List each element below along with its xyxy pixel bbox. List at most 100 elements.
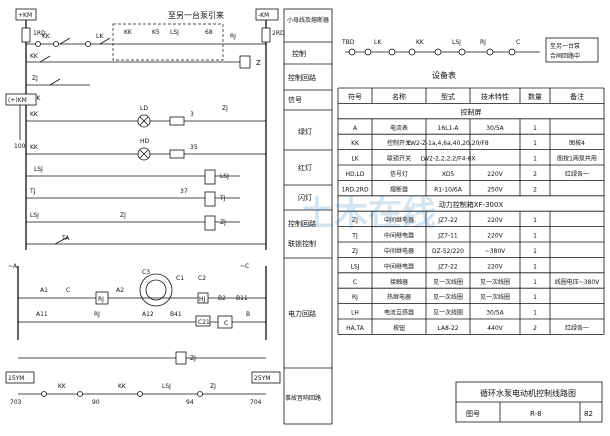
side-label-bus: 小母线及熔断器: [287, 16, 329, 24]
label-kk-alarm-2: KK: [118, 383, 127, 390]
table-cell: 见一次线圈: [433, 278, 463, 286]
lamp-ld-cross-b: [139, 116, 149, 126]
table-cell: LSJ: [351, 263, 360, 270]
table-cell: A: [353, 125, 358, 132]
dashed-interlock-box: [112, 23, 224, 61]
legend-strip: TBD LK KK LSJ RJ C 至另一台泵 合闸回路中 设备表: [341, 37, 599, 80]
label-rj-power: RJ: [98, 296, 104, 303]
coil-zj-power: [175, 351, 187, 365]
label-c-power: C: [66, 287, 70, 294]
coil-tj: [204, 191, 216, 207]
title-block: 循环水泵电动机控制线路图 图号 R-8 82: [455, 381, 603, 423]
table-cell: XD5: [442, 171, 455, 178]
drawing-title: 循环水泵电动机控制线路图: [480, 388, 576, 398]
terminal-ac-a: ~A: [8, 263, 18, 270]
side-label-interlock: 联锁控制: [288, 239, 316, 248]
table-cell: 1: [533, 217, 537, 224]
table-cell: 1: [533, 279, 537, 286]
node-2: [53, 41, 59, 47]
table-cell: 电流表: [390, 124, 408, 132]
label-c-coil: C: [224, 320, 228, 327]
table-cell: 16L1-A: [438, 125, 460, 132]
label-tj-left: TJ: [29, 188, 36, 195]
label-a2: A2: [116, 287, 124, 294]
watermark: 土木在线: [300, 194, 436, 234]
label-lsj-alarm: LSJ: [162, 383, 171, 390]
label-90: 90: [92, 399, 100, 406]
table-cell: C: [353, 279, 357, 286]
label-zj-power: ZJ: [190, 355, 196, 362]
label-b11: B11: [236, 295, 248, 302]
label-zj-coil: ZJ: [220, 219, 226, 226]
legend-rj: RJ: [480, 39, 486, 46]
side-label-alarm: 事故音响回路: [285, 394, 321, 402]
table-cell: 见一次线圈: [480, 278, 510, 286]
table-cell: 1: [533, 140, 537, 147]
table-cell: HA,TA: [346, 325, 365, 332]
table-cell: 220V: [487, 171, 503, 178]
table-cell: 接触器: [390, 278, 408, 286]
table-cell: 图按4: [569, 139, 585, 147]
table-cell: 控制开关: [387, 139, 411, 147]
table-cell: LW2-2,2,2,2/F4-8X: [420, 156, 475, 163]
control-circuit: +KM -KM 1RD 2RD 至另一台泵引来 KK LK KK K5 LSJ …: [5, 8, 285, 250]
side-label-red-lamp: 红灯: [298, 163, 312, 172]
legend-c: C: [516, 39, 520, 46]
table-cell: RJ: [352, 294, 358, 301]
table-cell: JZ7-11: [437, 233, 458, 240]
table-cell: 2: [533, 171, 537, 178]
terminal-box-minus-km: [255, 8, 279, 21]
label-zj-ld: ZJ: [222, 105, 228, 112]
contact-lk-row1: [99, 37, 111, 45]
side-panel-frame: [283, 8, 333, 425]
table-cell: HD,LD: [345, 171, 364, 178]
table-cell: 2: [533, 186, 537, 193]
label-zj-alarm: ZJ: [210, 383, 216, 390]
table-cell: 30/5A: [486, 310, 504, 317]
terminal-25ym: 25YM: [254, 375, 270, 382]
table-cell: 红绿各一: [565, 324, 589, 332]
lamp-hd-cross-b: [139, 149, 149, 159]
label-ld: LD: [140, 105, 148, 112]
table-cell: 按钮: [393, 324, 405, 332]
label-35: 35: [190, 144, 198, 151]
label-hk: HK: [32, 95, 42, 102]
relay-c21: [195, 315, 211, 327]
terminal-minus-km: -KM: [258, 12, 269, 19]
side-label-control: 控制: [292, 49, 306, 58]
label-a1: A1: [40, 287, 48, 294]
table-cell: 2: [533, 325, 537, 332]
page-number: 82: [584, 410, 593, 418]
label-tj-coil: TJ: [219, 195, 226, 202]
table-cell: 中间继电器: [384, 216, 414, 224]
table-cell: JZ7-22: [437, 217, 458, 224]
contact-kk-row1: [59, 37, 71, 45]
label-rj-top: RJ: [230, 33, 236, 40]
label-b2: B2: [218, 295, 226, 302]
label-kk-2: KK: [124, 29, 133, 36]
table-cell: 见一次线圈: [433, 293, 463, 301]
label-1rd: 1RD: [33, 30, 46, 37]
table-cell: 250V: [487, 186, 503, 193]
label-z-top: Z: [256, 59, 261, 67]
label-lsj-coil: LSJ: [220, 173, 229, 180]
label-zj-mid: ZJ: [120, 212, 126, 219]
coil-c-power: [217, 315, 233, 329]
terminal-box-plus-km-mid: [5, 93, 37, 106]
fuse-2rd: [261, 27, 271, 43]
coil-lsj: [204, 169, 216, 185]
label-37: 37: [180, 188, 188, 195]
label-k5: K5: [152, 29, 160, 36]
table-cell: 红绿各一: [565, 170, 589, 178]
label-c1: C1: [176, 275, 184, 282]
label-68: 68: [205, 29, 213, 36]
side-label-power: 电力回路: [288, 309, 316, 318]
side-label-green-lamp: 绿灯: [298, 127, 312, 136]
table-cell: R1-10/6A: [434, 186, 463, 193]
alarm-node-1: [41, 391, 47, 397]
table-cell: 中间继电器: [384, 247, 414, 255]
node-1: [35, 41, 41, 47]
